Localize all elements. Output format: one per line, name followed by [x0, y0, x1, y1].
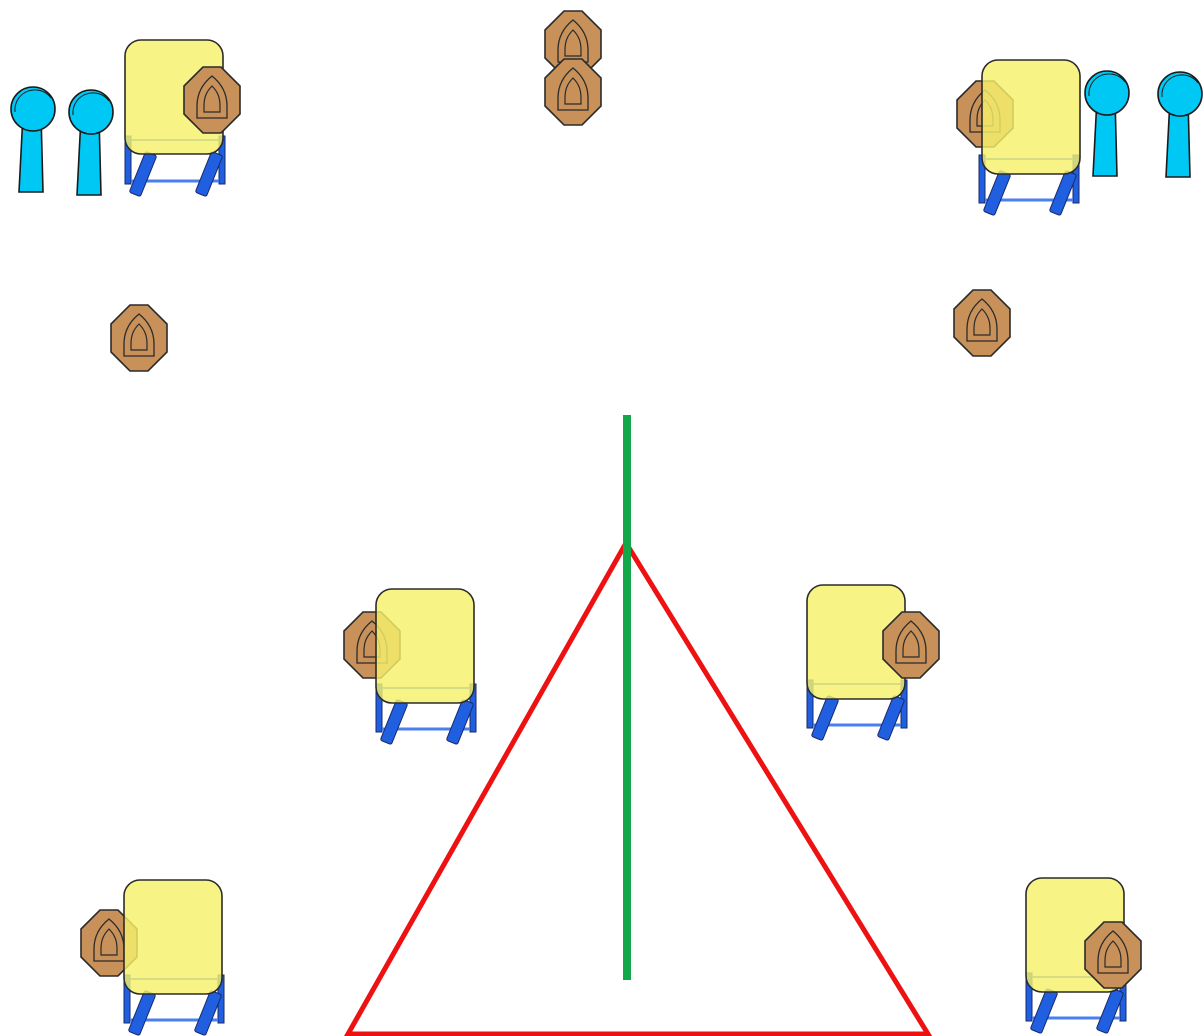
red-triangle-line: [343, 538, 933, 1036]
barrel-icon: [981, 59, 1081, 175]
target-icon: [953, 289, 1011, 357]
popper-icon: [68, 89, 114, 196]
target-icon: [1084, 921, 1142, 989]
target-icon: [882, 611, 940, 679]
popper-icon: [1084, 70, 1130, 177]
target-icon: [110, 304, 168, 372]
barrel-icon: [123, 879, 223, 995]
popper-icon: [1157, 71, 1203, 178]
popper-icon: [10, 86, 56, 193]
barrel-icon: [375, 588, 475, 704]
target-icon: [183, 66, 241, 134]
target-icon: [544, 58, 602, 126]
